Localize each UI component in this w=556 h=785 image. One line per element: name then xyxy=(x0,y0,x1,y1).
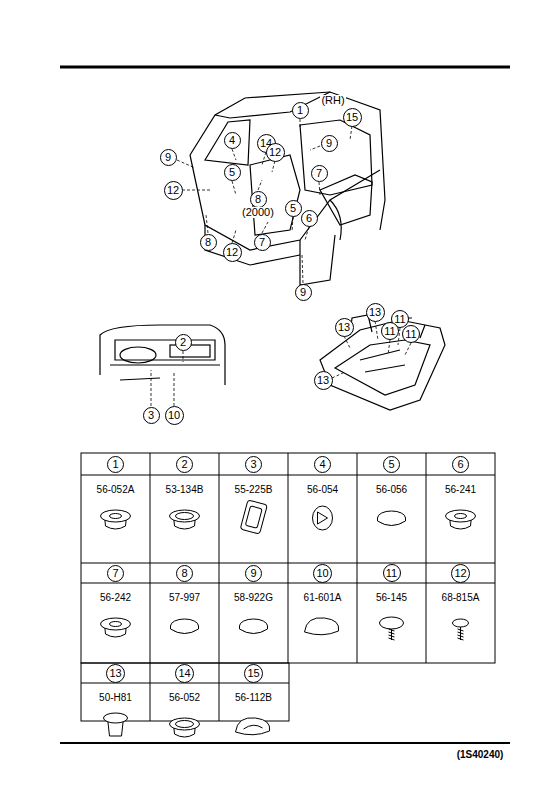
part-number: 56-056 xyxy=(376,485,407,495)
callout-number: 13 xyxy=(366,303,385,322)
callout-number: 13 xyxy=(106,664,125,683)
callout-number: 14 xyxy=(175,664,194,683)
callout-number: 3 xyxy=(245,456,262,473)
note-label: (RH) xyxy=(320,95,345,106)
callout-number: 12 xyxy=(266,143,285,162)
callout-number: 8 xyxy=(176,565,193,582)
callout-number: 11 xyxy=(381,322,399,340)
callout-number: 12 xyxy=(223,243,242,262)
callout-number: 13 xyxy=(335,318,354,337)
callout-number: 10 xyxy=(165,406,184,425)
callout-number: 13 xyxy=(314,371,333,390)
callout-number: 7 xyxy=(107,565,124,582)
part-number: 61-601A xyxy=(304,593,342,603)
callout-number: 15 xyxy=(343,108,362,127)
callout-number: 9 xyxy=(160,149,177,166)
part-number: 53-134B xyxy=(166,485,204,495)
part-number: 57-997 xyxy=(169,593,200,603)
part-number: 56-052 xyxy=(169,693,200,703)
callout-number: 5 xyxy=(224,164,241,181)
part-number: 56-241 xyxy=(445,485,476,495)
callout-number: 1 xyxy=(107,456,124,473)
callout-number: 12 xyxy=(451,564,470,583)
callout-number: 1 xyxy=(292,102,309,119)
part-number: 50-H81 xyxy=(99,693,132,703)
part-number: 56-054 xyxy=(307,485,338,495)
part-number: 58-922G xyxy=(234,593,273,603)
callout-number: 11 xyxy=(383,564,401,582)
callout-number: 12 xyxy=(164,181,183,200)
callout-number: 7 xyxy=(311,165,328,182)
callout-number: 11 xyxy=(402,325,420,343)
callout-number: 10 xyxy=(313,564,332,583)
part-number: 56-145 xyxy=(376,593,407,603)
part-number: 68-815A xyxy=(442,593,480,603)
callout-number: 5 xyxy=(285,200,302,217)
figure-code: (1S40240) xyxy=(457,750,504,760)
callout-number: 8 xyxy=(200,234,217,251)
callout-number: 9 xyxy=(321,135,338,152)
callout-number: 5 xyxy=(383,456,400,473)
callout-number: 6 xyxy=(301,210,318,227)
callout-number: 7 xyxy=(254,234,271,251)
callout-number: 2 xyxy=(176,456,193,473)
part-number: 56-112B xyxy=(235,693,272,703)
callout-number: 3 xyxy=(143,407,160,424)
part-number: 56-052A xyxy=(97,485,135,495)
callout-number: 4 xyxy=(224,132,241,149)
callout-number: 6 xyxy=(452,456,469,473)
callout-number: 4 xyxy=(314,456,331,473)
callout-number: 2 xyxy=(175,334,192,351)
part-number: 55-225B xyxy=(235,485,273,495)
note-label: (2000) xyxy=(241,207,275,218)
callout-number: 9 xyxy=(245,565,262,582)
callout-number: 15 xyxy=(244,664,263,683)
callout-number: 8 xyxy=(250,191,267,208)
callout-number: 9 xyxy=(295,284,312,301)
part-number: 56-242 xyxy=(100,593,131,603)
